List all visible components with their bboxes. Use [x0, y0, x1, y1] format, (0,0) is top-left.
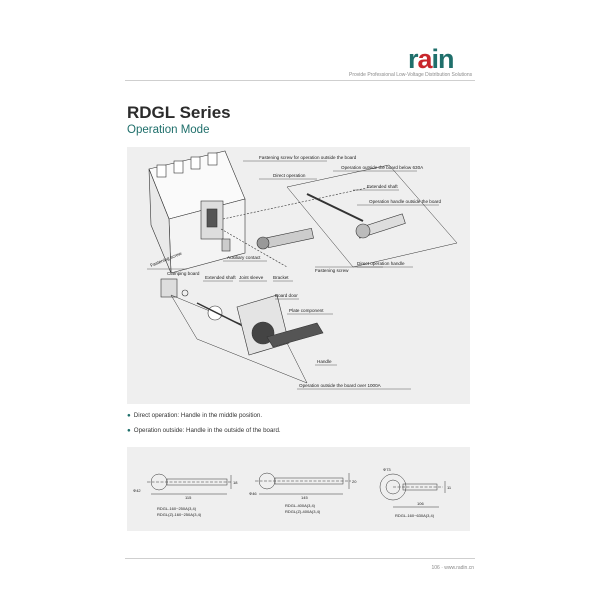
dim2-handle: [274, 477, 344, 485]
section-title: Operation Mode: [127, 124, 210, 136]
dim1-handle: [166, 478, 228, 486]
dim3-height: 11: [447, 485, 452, 490]
label-clamping-board: Clamping board: [167, 271, 200, 276]
label-outside-over: Operation outside the board over 1000A: [299, 383, 382, 388]
logo-accent: a: [417, 44, 433, 74]
terminal-2: [173, 160, 184, 174]
axis-line-2: [220, 228, 288, 268]
terminal-1: [156, 164, 167, 178]
dim2-model-1: RDGL-400A(3,4): [285, 503, 316, 508]
dim1-model-2: RDGL(Z)-160~250A(3,4): [157, 512, 202, 517]
dim2-model-2: RDGL(Z)-400A(3,4): [285, 509, 321, 514]
clamping-board-part: [160, 278, 178, 298]
bullet-operation-outside: ●Operation outside: Handle in the outsid…: [127, 427, 281, 434]
logo-text: r: [408, 44, 418, 74]
bullet-direct-operation: ●Direct operation: Handle in the middle …: [127, 412, 263, 419]
label-outside-below: Operation outside the board below 630A: [341, 165, 424, 170]
dim3-handle: [402, 483, 438, 491]
dim3-diameter: Φ73: [383, 467, 391, 472]
label-joint-sleeve: Joint sleeve: [239, 275, 264, 280]
joint-sleeve-part: [207, 305, 223, 321]
fastening-screw-part: [181, 289, 189, 297]
label-fastening-screw-2: Fastening screw: [315, 268, 349, 273]
handle-knob: [355, 223, 371, 239]
bullet-icon: ●: [127, 412, 131, 419]
direct-handle-hub: [256, 236, 270, 250]
brand-logo: rain: [408, 44, 455, 75]
label-auxiliary-contact: Auxiliary contact: [227, 255, 261, 260]
page-footer: 106 · www.radin.cn: [431, 565, 474, 571]
dim1-diameter: Φ42: [133, 488, 141, 493]
label-extended-shaft-2: Extended shaft: [205, 275, 236, 280]
mounting-plate: [286, 164, 458, 268]
auxiliary-contact-block: [221, 238, 231, 252]
dimension-drawings: Φ42 115 18 RDGL-160~250A(3,4) RDGL(Z)-16…: [133, 467, 452, 518]
logo-text-end: in: [431, 44, 455, 74]
label-outside-handle: Operation handle outside the board: [369, 199, 441, 204]
terminal-3: [190, 156, 201, 170]
bullet-icon: ●: [127, 427, 131, 434]
label-extended-shaft: Extended shaft: [367, 184, 398, 189]
dim1-height: 18: [233, 480, 238, 485]
header-divider: [125, 80, 475, 81]
dim1-model-1: RDGL-160~250A(3,4): [157, 506, 197, 511]
dim3-length: 106: [417, 501, 424, 506]
footer-divider: [125, 558, 475, 559]
dimension-panel: Φ42 115 18 RDGL-160~250A(3,4) RDGL(Z)-16…: [127, 447, 470, 531]
tagline: Provide Professional Low-Voltage Distrib…: [349, 72, 473, 78]
label-plate-component: Plate component: [289, 308, 324, 313]
dim2-height: 20: [352, 479, 357, 484]
lower-handle: [266, 322, 324, 348]
exploded-diagram-panel: Fastening screw for operation outside th…: [127, 147, 470, 404]
axis-line-1: [222, 186, 372, 220]
switch-front: [148, 168, 172, 274]
label-direct-operation: Direct operation: [273, 173, 306, 178]
exploded-diagram: Fastening screw for operation outside th…: [147, 150, 458, 390]
label-handle: Handle: [317, 359, 332, 364]
terminal-4: [207, 152, 218, 166]
extended-shaft: [306, 193, 364, 222]
dim1-length: 115: [185, 495, 192, 500]
label-fastening-outside: Fastening screw for operation outside th…: [259, 155, 357, 160]
direct-handle: [266, 227, 314, 249]
label-board-door: Board door: [275, 293, 298, 298]
operating-knob: [206, 208, 218, 228]
dim3-knob-outer: [379, 473, 407, 501]
dim3-model-1: RDGL-160~630A(3,4): [395, 513, 435, 518]
dim2-length: 145: [301, 495, 308, 500]
label-bracket: Bracket: [273, 275, 289, 280]
label-direct-handle: Direct operation handle: [357, 261, 405, 266]
page-title: RDGL Series: [127, 103, 231, 122]
dim2-diameter: Φ46: [249, 491, 257, 496]
